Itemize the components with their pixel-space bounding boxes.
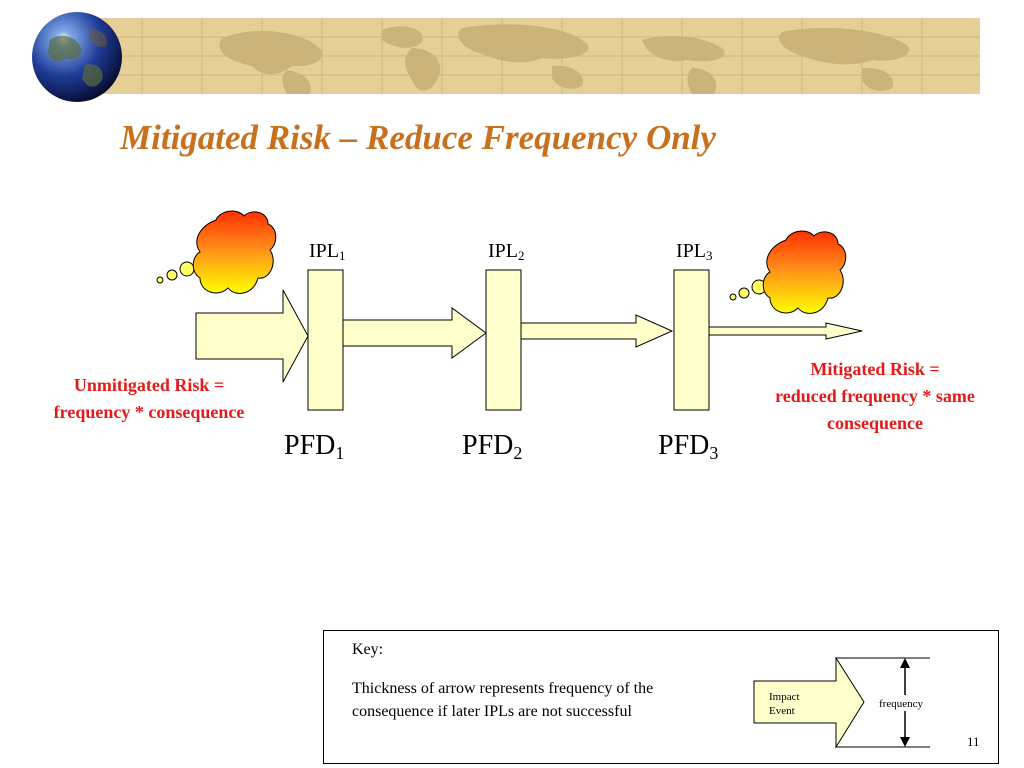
key-arrow-illustration [753, 656, 934, 749]
unmitigated-risk-note: Unmitigated Risk = frequency * consequen… [20, 372, 278, 426]
ipl1-label: IPL1 [309, 240, 346, 263]
page-number: 11 [967, 734, 980, 749]
unmitigated-risk-line2: frequency * consequence [53, 402, 245, 422]
globe-icon [32, 12, 122, 102]
arrow-mitigated [708, 322, 863, 340]
thought-cloud-left [156, 210, 277, 294]
mitigated-risk-note: Mitigated Risk = reduced frequency * sam… [744, 356, 1006, 437]
world-map-image [82, 18, 980, 94]
arrow-after-ipl1 [342, 307, 487, 359]
slide-title: Mitigated Risk – Reduce Frequency Only [120, 118, 716, 157]
key-title: Key: [352, 641, 384, 658]
impact-event-label: Impact Event [769, 691, 800, 717]
pfd2-label: PFD2 [462, 430, 523, 463]
mitigated-risk-line2: reduced frequency * same [775, 386, 975, 406]
ipl2-box [485, 269, 522, 411]
thought-cloud-right [729, 230, 847, 314]
ipl2-label: IPL2 [488, 240, 525, 263]
mitigated-risk-line1: Mitigated Risk = [810, 359, 940, 379]
header-banner [82, 18, 980, 94]
arrow-unmitigated [195, 289, 309, 383]
mitigated-risk-line3: consequence [827, 413, 923, 433]
arrow-after-ipl2 [520, 314, 674, 348]
unmitigated-risk-line1: Unmitigated Risk = [73, 375, 225, 395]
key-description: Thickness of arrow represents frequency … [352, 680, 654, 720]
frequency-label: frequency [879, 698, 923, 710]
ipl3-label: IPL3 [676, 240, 713, 263]
ipl1-box [307, 269, 344, 411]
pfd3-label: PFD3 [658, 430, 719, 463]
pfd1-label: PFD1 [284, 430, 345, 463]
key-box: Key: Thickness of arrow represents frequ… [323, 630, 999, 764]
ipl3-box [673, 269, 710, 411]
